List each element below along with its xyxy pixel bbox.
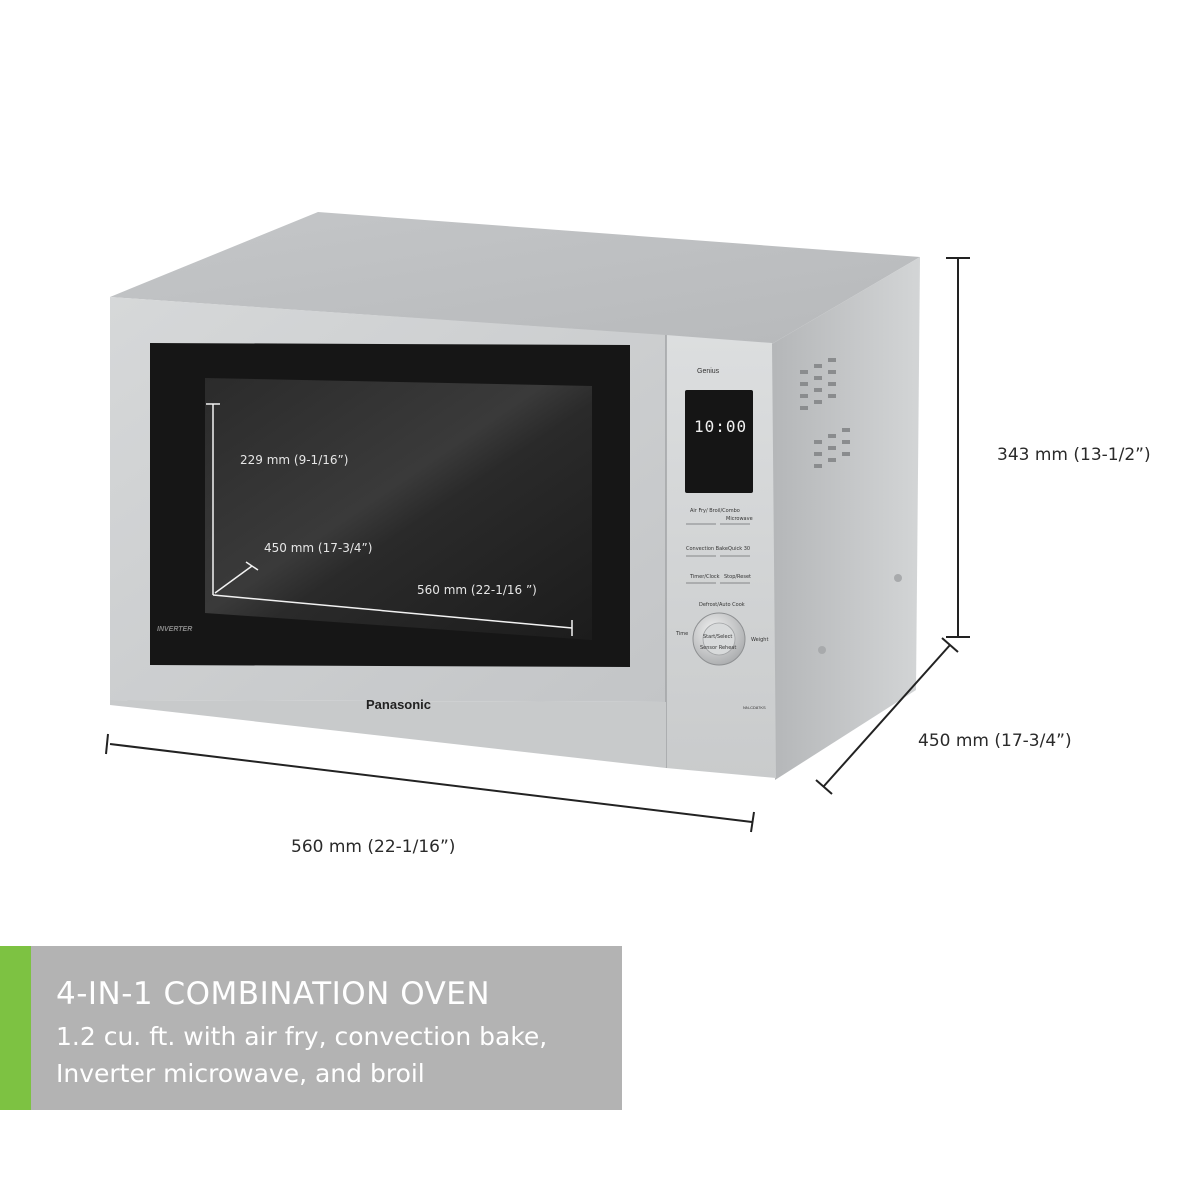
series-logo: Genius [697, 368, 720, 375]
interior-width-label: 560 mm (22-1/16 ”) [417, 583, 537, 597]
brand-logo: Panasonic [366, 697, 432, 712]
interior-height-label: 229 mm (9-1/16”) [240, 453, 349, 467]
side-vents [800, 358, 850, 468]
button-microwave[interactable]: Microwave [726, 516, 753, 522]
dial-start-select: Start/Select [703, 634, 733, 640]
exterior-dimension-lines [105, 257, 970, 833]
window-glass [205, 378, 592, 640]
button-timer-clock[interactable]: Timer/Clock [690, 574, 720, 580]
oven-side [770, 257, 920, 780]
button-convection-bake[interactable]: Convection Bake [686, 546, 728, 552]
dial-label-weight: Weight [751, 637, 769, 643]
feature-banner: 4-IN-1 COMBINATION OVEN 1.2 cu. ft. with… [0, 946, 622, 1110]
side-screw [818, 646, 826, 654]
button-quick-30[interactable]: Quick 30 [728, 546, 751, 552]
dial-sensor-reheat: Sensor Reheat [700, 645, 737, 651]
display-reading: 10:00 [694, 417, 748, 436]
banner-line-1: 1.2 cu. ft. with air fry, convection bak… [56, 1022, 548, 1051]
button-stop-reset[interactable]: Stop/Reset [724, 574, 752, 580]
oven-top [110, 212, 920, 345]
oven-front-lower [110, 700, 666, 768]
interior-dimension-lines [206, 403, 573, 636]
interior-depth-label: 450 mm (17-3/4”) [264, 541, 373, 555]
banner-accent-bar [0, 946, 31, 1110]
exterior-width-label: 560 mm (22-1/16”) [291, 837, 456, 857]
dial-label-time: Time [676, 631, 689, 637]
exterior-height-label: 343 mm (13-1/2”) [997, 445, 1151, 465]
exterior-depth-label: 450 mm (17-3/4”) [918, 731, 1072, 751]
button-air-fry[interactable]: Air Fry/ Broil/Combo [690, 508, 740, 514]
inverter-badge: INVERTER [157, 626, 193, 633]
banner-title: 4-IN-1 COMBINATION OVEN [56, 976, 491, 1012]
model-number: NN-CD87KS [743, 705, 766, 710]
dial-label-defrost: Defrost/Auto Cook [699, 602, 745, 608]
banner-line-2: Inverter microwave, and broil [56, 1059, 425, 1088]
display-screen [685, 390, 753, 493]
panel-button-lines [686, 523, 750, 584]
dial-center-button[interactable] [702, 622, 736, 656]
side-screw [894, 574, 902, 582]
